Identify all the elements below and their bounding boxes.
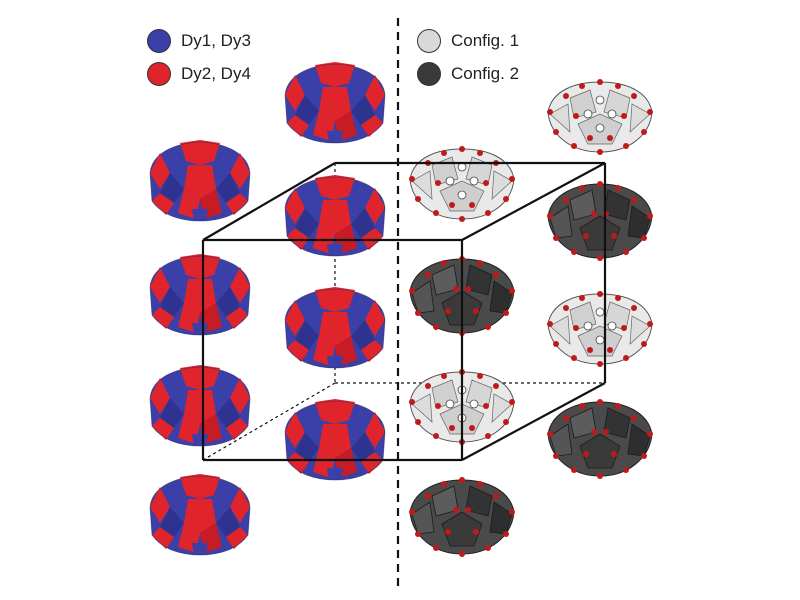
dy-cluster	[149, 473, 251, 556]
dy-cluster	[149, 253, 251, 336]
legend-label-config-2: Config. 2	[451, 64, 520, 83]
red-circle-icon	[147, 62, 171, 86]
config-2-cluster	[546, 398, 654, 480]
light-grey-circle-icon	[417, 29, 441, 53]
dy-cluster	[284, 174, 386, 257]
dark-grey-circle-icon	[417, 62, 441, 86]
blue-circle-icon	[147, 29, 171, 53]
dy-cluster	[284, 286, 386, 369]
dy-cluster	[284, 61, 386, 144]
dy-cluster	[284, 398, 386, 481]
legend-label-dy2-dy4: Dy2, Dy4	[181, 64, 251, 83]
legend-label-config-1: Config. 1	[451, 31, 520, 50]
config-1-cluster	[546, 290, 654, 368]
dy-cluster	[149, 139, 251, 222]
config-1-cluster	[408, 145, 516, 223]
legend-label-dy1-dy3: Dy1, Dy3	[181, 31, 251, 50]
config-2-cluster	[408, 476, 516, 558]
dy-cluster	[149, 364, 251, 447]
config-1-cluster	[546, 78, 654, 156]
legend-dy1-dy3: Dy1, Dy3	[147, 29, 251, 53]
config-2-cluster	[546, 180, 654, 262]
legend-dy2-dy4: Dy2, Dy4	[147, 62, 251, 86]
unit-cell-edges	[201, 161, 607, 462]
legend-config-1: Config. 1	[417, 29, 519, 53]
legend-config-2: Config. 2	[417, 62, 519, 86]
